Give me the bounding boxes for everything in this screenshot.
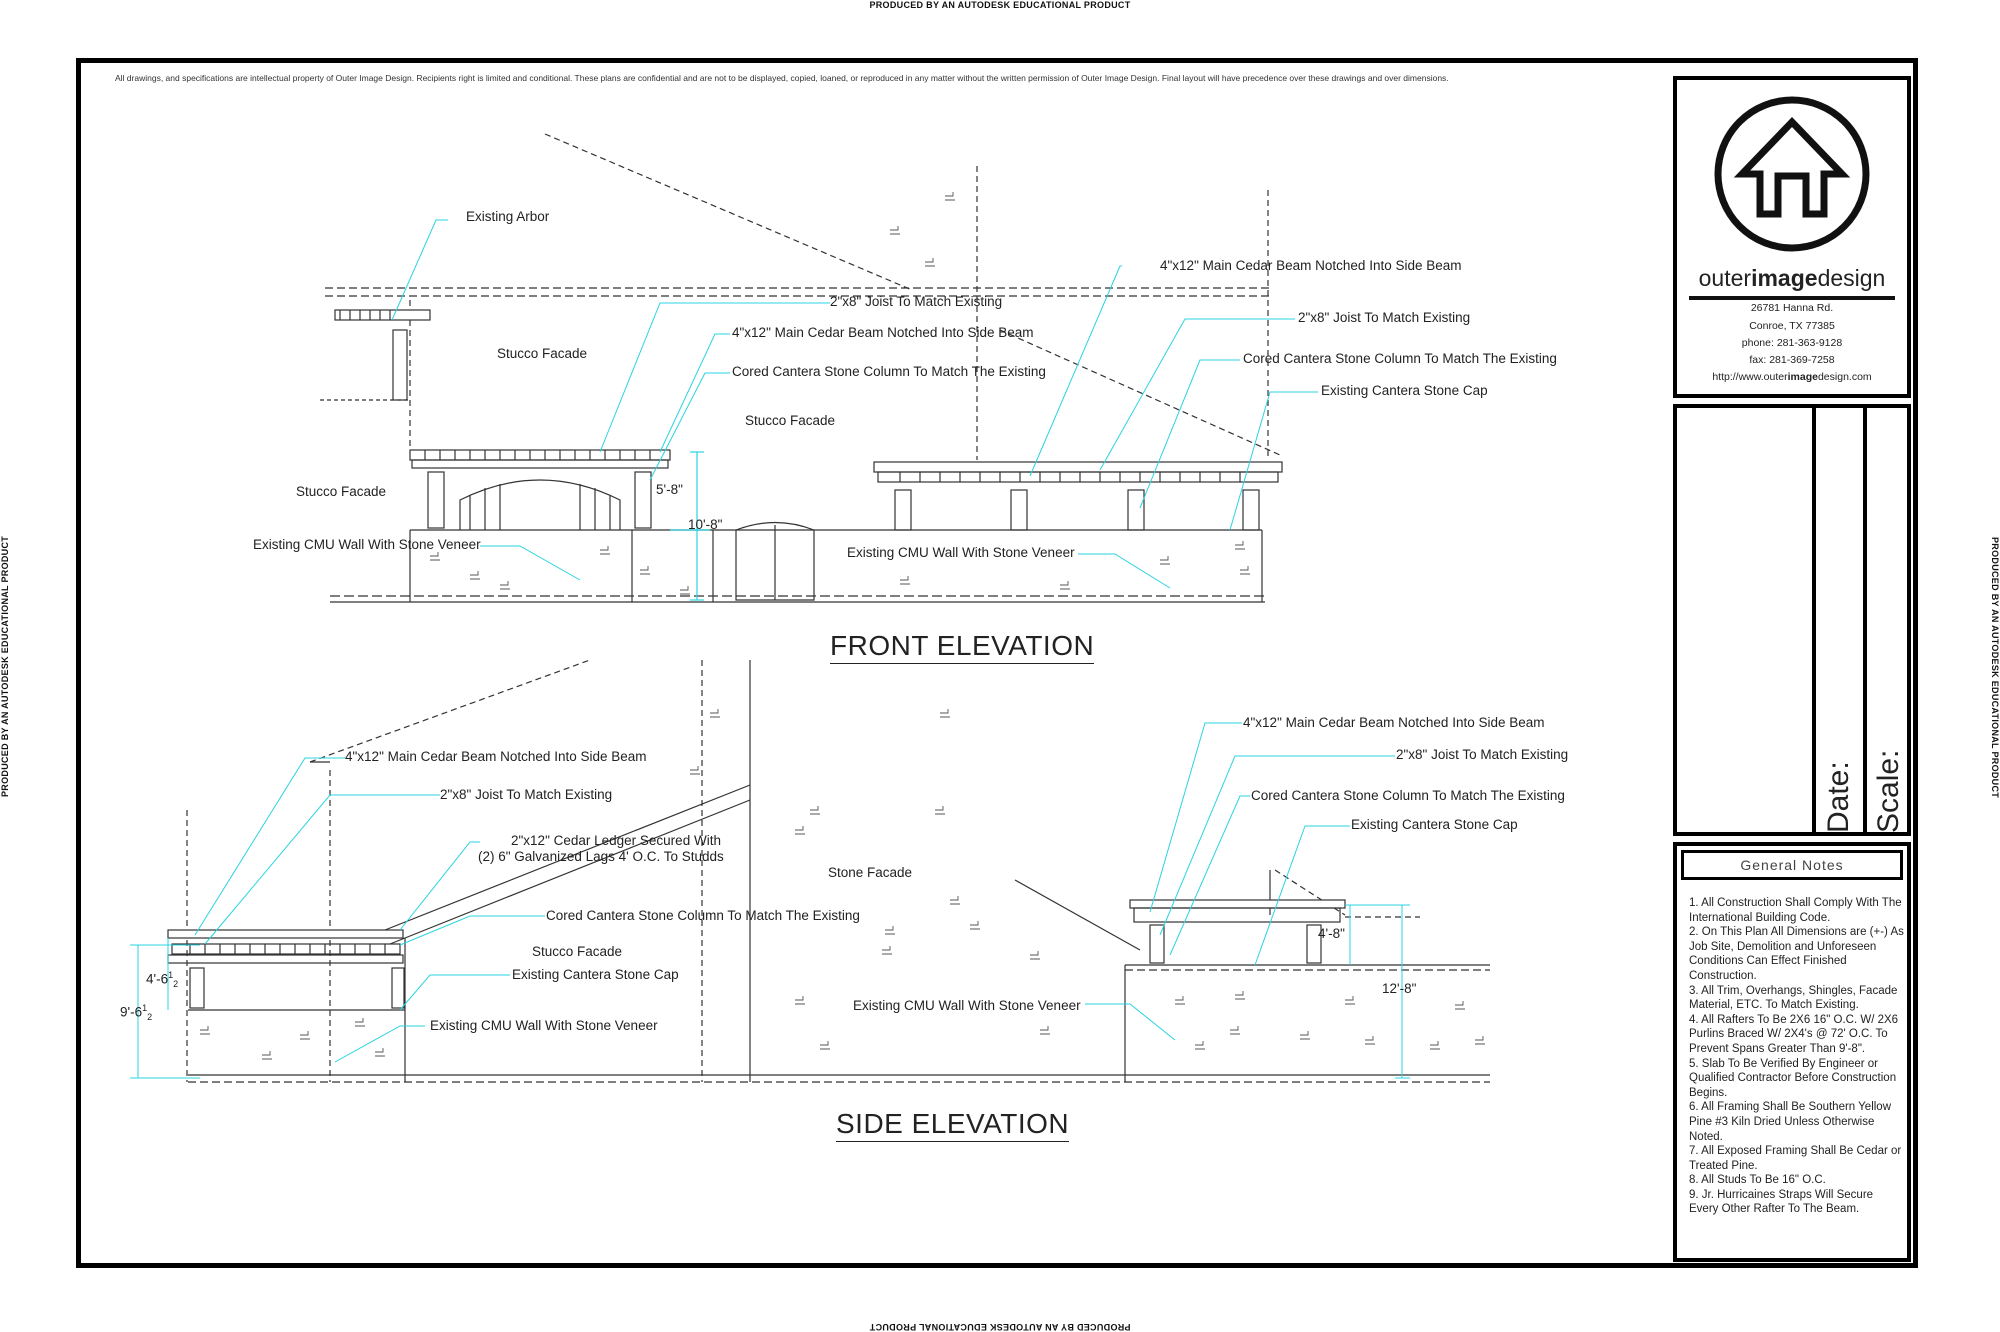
note-item: 4. All Rafters To Be 2X6 16" O.C. W/ 2X6… xyxy=(1689,1013,1899,1055)
label-front-column-left: Cored Cantera Stone Column To Match The … xyxy=(732,364,1046,379)
note-item: 9. Jr. Hurricaines Straps Will Secure Ev… xyxy=(1689,1188,1874,1216)
label-side-ledger-line2: (2) 6" Galvanized Lags 4' O.C. To Studds xyxy=(478,849,724,864)
revision-divider-2 xyxy=(1863,408,1867,832)
front-elevation-linework xyxy=(320,133,1318,603)
revision-divider-1 xyxy=(1812,408,1816,832)
label-front-cmu-right: Existing CMU Wall With Stone Veneer xyxy=(847,545,1075,560)
label-side-cmu-left: Existing CMU Wall With Stone Veneer xyxy=(430,1018,658,1033)
label-front-stucco-2: Stucco Facade xyxy=(745,413,836,428)
educational-stamp-right: PRODUCED BY AN AUTODESK EDUCATIONAL PROD… xyxy=(1990,537,2000,799)
label-side-column-left: Cored Cantera Stone Column To Match The … xyxy=(546,908,860,923)
date-label: Date: xyxy=(1822,761,1855,833)
label-front-cap-right: Existing Cantera Stone Cap xyxy=(1321,383,1488,398)
label-front-cmu-left: Existing CMU Wall With Stone Veneer xyxy=(253,537,481,552)
scale-label: Scale: xyxy=(1872,749,1905,833)
front-right-joists xyxy=(899,472,1241,482)
note-item: 2. On This Plan All Dimensions are (+-) … xyxy=(1689,926,1904,982)
front-elevation-title: FRONT ELEVATION xyxy=(830,630,1095,664)
company-city: Conroe, TX 77385 xyxy=(1749,320,1835,332)
label-side-beam-right: 4"x12" Main Cedar Beam Notched Into Side… xyxy=(1243,715,1545,730)
side-elevation-linework xyxy=(130,659,1490,1083)
copyright-disclaimer: All drawings, and specifications are int… xyxy=(115,73,1449,83)
label-side-stucco: Stucco Facade xyxy=(532,944,623,959)
note-item: 7. All Exposed Framing Shall Be Cedar or… xyxy=(1689,1145,1902,1172)
label-front-stucco-1: Stucco Facade xyxy=(497,346,588,361)
brand-name: outerimagedesign xyxy=(1698,265,1886,291)
dim-side-left-a: 4'-612 xyxy=(146,970,179,990)
label-side-beam-left: 4"x12" Main Cedar Beam Notched Into Side… xyxy=(345,749,647,764)
label-side-cap-left: Existing Cantera Stone Cap xyxy=(512,967,679,982)
note-item: 3. All Trim, Overhangs, Shingles, Facade… xyxy=(1689,984,1898,1012)
side-elevation-title: SIDE ELEVATION xyxy=(836,1108,1070,1142)
company-phone: phone: 281-363-9128 xyxy=(1741,337,1843,349)
house-logo-icon xyxy=(1714,96,1870,252)
label-front-beam-right: 4"x12" Main Cedar Beam Notched Into Side… xyxy=(1160,258,1462,273)
label-front-beam-left: 4"x12" Main Cedar Beam Notched Into Side… xyxy=(732,325,1034,340)
dim-side-right-b: 12'-8" xyxy=(1382,981,1417,996)
note-item: 8. All Studs To Be 16" O.C. xyxy=(1689,1174,1826,1187)
general-notes-block: General Notes 1. All Construction Shall … xyxy=(1673,842,1911,1262)
educational-stamp-bottom: PRODUCED BY AN AUTODESK EDUCATIONAL PROD… xyxy=(869,1322,1131,1332)
label-side-cap-right: Existing Cantera Stone Cap xyxy=(1351,817,1518,832)
label-side-ledger-line1: 2"x12" Cedar Ledger Secured With xyxy=(511,833,721,848)
sheet-border xyxy=(76,58,1918,1268)
brand-underline xyxy=(1689,296,1895,300)
label-front-stucco-3: Stucco Facade xyxy=(296,484,387,499)
label-front-joist-left: 2"x8" Joist To Match Existing xyxy=(830,294,1003,309)
front-left-joists xyxy=(424,450,651,460)
label-front-column-right: Cored Cantera Stone Column To Match The … xyxy=(1243,351,1557,366)
label-side-joist-right: 2"x8" Joist To Match Existing xyxy=(1396,747,1569,762)
note-item: 5. Slab To Be Verified By Engineer or Qu… xyxy=(1689,1057,1897,1099)
label-side-column-right: Cored Cantera Stone Column To Match The … xyxy=(1251,788,1565,803)
label-side-cmu-right: Existing CMU Wall With Stone Veneer xyxy=(853,998,1081,1013)
label-side-joist-left: 2"x8" Joist To Match Existing xyxy=(440,787,613,802)
revision-block: Date: Scale: xyxy=(1673,404,1911,836)
educational-stamp-top: PRODUCED BY AN AUTODESK EDUCATIONAL PROD… xyxy=(869,0,1131,10)
label-existing-arbor: Existing Arbor xyxy=(466,209,550,224)
general-notes-heading: General Notes xyxy=(1681,850,1903,880)
dim-front-total: 10'-8" xyxy=(688,517,723,532)
elevation-drawings xyxy=(130,133,1490,1083)
note-item: 6. All Framing Shall Be Southern Yellow … xyxy=(1689,1101,1892,1143)
company-website: http://www.outerimagedesign.com xyxy=(1712,371,1872,383)
note-item: 1. All Construction Shall Comply With Th… xyxy=(1689,897,1902,924)
company-fax: fax: 281-369-7258 xyxy=(1749,354,1835,366)
label-side-stone-facade: Stone Facade xyxy=(828,865,913,880)
company-block: outerimagedesign 26781 Hanna Rd. Conroe,… xyxy=(1673,76,1911,398)
general-notes-list: 1. All Construction Shall Comply With Th… xyxy=(1689,896,1904,1217)
dim-front-height: 5'-8" xyxy=(656,482,683,497)
dim-side-left-b: 9'-612 xyxy=(120,1003,153,1023)
company-address: 26781 Hanna Rd. xyxy=(1750,302,1834,314)
label-front-joist-right: 2"x8" Joist To Match Existing xyxy=(1298,310,1471,325)
side-left-joists xyxy=(189,944,386,954)
dim-side-right-a: 4'-8" xyxy=(1318,926,1345,941)
